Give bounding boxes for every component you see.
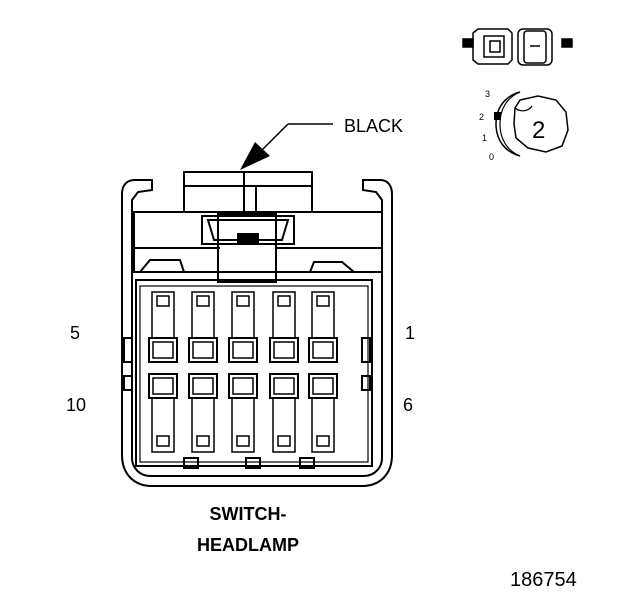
color-label: BLACK: [344, 116, 403, 136]
pin-cavity-inner: [232, 377, 254, 395]
pin-cavity-inner: [152, 377, 174, 395]
pin-label-6: 6: [403, 395, 413, 415]
color-callout: BLACK: [240, 116, 403, 170]
indicator-number-3: 3: [485, 89, 490, 99]
pin-cavity-inner: [273, 341, 295, 359]
cavity-guide-tip: [316, 435, 330, 447]
pin-cavity-inner: [152, 341, 174, 359]
indicator-number-1: 1: [482, 133, 487, 143]
pin-cavity-inner: [312, 377, 334, 395]
cavity-guide-tip: [277, 435, 291, 447]
cavity-guide-tip: [156, 295, 170, 307]
cavity-guide-tip: [156, 435, 170, 447]
pin-label-1: 1: [405, 323, 415, 343]
cavity-guide-tip: [236, 295, 250, 307]
connector-body: [121, 171, 393, 487]
figure-number: 186754: [510, 569, 577, 591]
leader-arrow-icon: [240, 142, 270, 170]
view-indicator-icon: 3 2 1 0 2: [479, 89, 569, 162]
pin-cavity-inner: [192, 341, 214, 359]
connector-side-view-icon: [462, 28, 573, 66]
cavity-guide-tip: [236, 435, 250, 447]
cavity-guide-tip: [277, 295, 291, 307]
indicator-number-0: 0: [489, 152, 494, 162]
cavity-guide-tip: [196, 435, 210, 447]
connector-number-label: 2: [532, 117, 545, 144]
cavity-guide-tip: [196, 295, 210, 307]
cavity-guide-tip: [316, 295, 330, 307]
pin-cavity-inner: [312, 341, 334, 359]
pin-cavity-field: [148, 291, 338, 453]
pin-label-10: 10: [66, 395, 86, 415]
pin-label-5: 5: [70, 323, 80, 343]
connector-name-line2: HEADLAMP: [197, 535, 299, 555]
indicator-number-2: 2: [479, 112, 484, 122]
pin-cavity-inner: [273, 377, 295, 395]
pin-cavity-inner: [192, 377, 214, 395]
pin-cavity-inner: [232, 341, 254, 359]
connector-name-line1: SWITCH-: [210, 504, 287, 524]
